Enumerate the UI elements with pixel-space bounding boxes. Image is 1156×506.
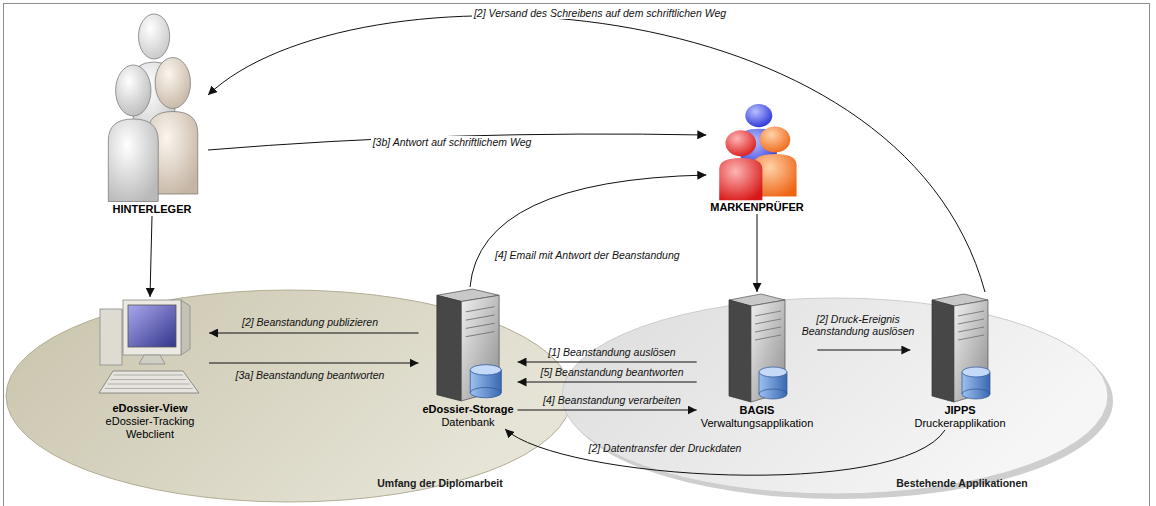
database-edge <box>787 372 788 394</box>
database-edge <box>470 370 471 393</box>
pc-tower <box>100 309 122 365</box>
edge-label: [2] Beanstandung publizieren <box>240 316 380 328</box>
drive-slot <box>466 315 495 320</box>
connector-arrow <box>757 214 758 292</box>
connector-arrow <box>150 216 152 297</box>
database-edge <box>989 372 990 394</box>
drive-slot <box>958 311 984 316</box>
edge-label: [5] Beanstandung beantworten <box>538 366 685 378</box>
drive-slot <box>755 319 781 324</box>
keyboard <box>99 371 199 393</box>
edge-label: [2] Versand des Schreibens auf dem schri… <box>472 7 728 19</box>
connector-arrow <box>209 333 419 334</box>
person-head <box>726 130 757 156</box>
region-label: Bestehende Applikationen <box>896 477 1027 490</box>
person-group: MARKENPRÜFER <box>706 101 808 214</box>
server-side <box>437 295 461 401</box>
connector-arrow <box>518 362 697 363</box>
key-row <box>105 388 193 389</box>
drive-slot <box>958 327 984 332</box>
key-row <box>114 375 183 376</box>
edge-label: [3b] Antwort auf schriftlichem Weg <box>371 136 534 148</box>
monitor-case <box>123 300 181 355</box>
drive-slot <box>755 335 781 340</box>
connector-arrow <box>817 350 910 351</box>
drive-slot <box>958 335 984 340</box>
person-head <box>745 104 772 127</box>
region-label: Umfang der Diplomarbeit <box>377 477 502 490</box>
server-box: eDossier-StorageDatenbank <box>418 287 517 429</box>
connector-arrow <box>518 410 697 411</box>
frame-border <box>4 4 1150 506</box>
region-fill <box>6 290 572 502</box>
edge-label: [1] Beanstandung auslösen <box>546 346 677 358</box>
database-edge <box>501 370 502 393</box>
connector-arrow <box>470 175 706 287</box>
database-top <box>759 367 787 377</box>
drive-slot <box>466 332 495 337</box>
node-subtitle: Datenbank <box>422 416 513 429</box>
drive-slot <box>755 311 781 316</box>
drive-slot <box>466 323 495 328</box>
database-bottom <box>759 389 787 399</box>
database-bottom <box>962 389 990 399</box>
node-title: HINTERLEGER <box>100 203 204 216</box>
node-title: JIPPS <box>914 404 1005 417</box>
server-icon <box>924 292 996 404</box>
node-title: BAGIS <box>701 404 814 417</box>
person-head <box>155 58 190 109</box>
monitor-stand <box>139 355 165 364</box>
webclient-box: eDossier-VieweDossier-Tracking Webclient <box>91 297 209 441</box>
drive-slot <box>958 319 984 324</box>
key-row <box>108 384 190 385</box>
edge-label: [2] Datentransfer der Druckdaten <box>587 442 744 454</box>
drive-slot <box>466 307 495 312</box>
people-icon <box>712 101 802 201</box>
node-subtitle: Verwaltungsapplikation <box>701 417 814 430</box>
node-title: MARKENPRÜFER <box>710 201 804 214</box>
server-side <box>932 300 954 402</box>
connector-arrow <box>208 16 985 292</box>
person-body <box>719 158 762 200</box>
database-top <box>470 365 501 375</box>
monitor-screen <box>128 305 176 347</box>
edge-label: [3a] Beanstandung beantworten <box>234 369 387 381</box>
database-edge <box>961 372 962 394</box>
database-edge <box>759 372 760 394</box>
connector-arrow <box>505 429 945 475</box>
server-icon <box>428 287 508 403</box>
connector-arrow <box>209 363 419 364</box>
server-side <box>729 300 751 402</box>
node-subtitle: Druckerapplikation <box>914 417 1005 430</box>
server-icon <box>721 292 793 404</box>
monitor-side <box>181 300 190 355</box>
key-row <box>111 379 187 380</box>
server-box: JIPPSDruckerapplikation <box>910 292 1009 430</box>
computer-icon <box>95 297 205 402</box>
person-head <box>116 65 151 116</box>
people-icon <box>100 8 204 203</box>
connector-arrow <box>208 134 706 150</box>
person-group: HINTERLEGER <box>96 8 208 216</box>
drive-slot <box>755 327 781 332</box>
server-box: BAGISVerwaltungsapplikation <box>697 292 818 430</box>
person-body <box>108 119 158 202</box>
database-bottom <box>470 387 501 397</box>
connector-arrow <box>518 382 697 383</box>
edge-label: [4] Email mit Antwort der Beanstandung <box>493 249 682 261</box>
person-head <box>760 126 791 152</box>
database-top <box>962 367 990 377</box>
node-subtitle: eDossier-Tracking Webclient <box>100 415 200 441</box>
node-title: eDossier-View <box>95 402 205 415</box>
person-head <box>138 14 169 59</box>
edge-label: [2] Druck-Ereignis Beanstandung auslösen <box>794 313 923 337</box>
edge-label: [4] Beanstandung verarbeiten <box>541 394 683 406</box>
node-title: eDossier-Storage <box>422 403 513 416</box>
